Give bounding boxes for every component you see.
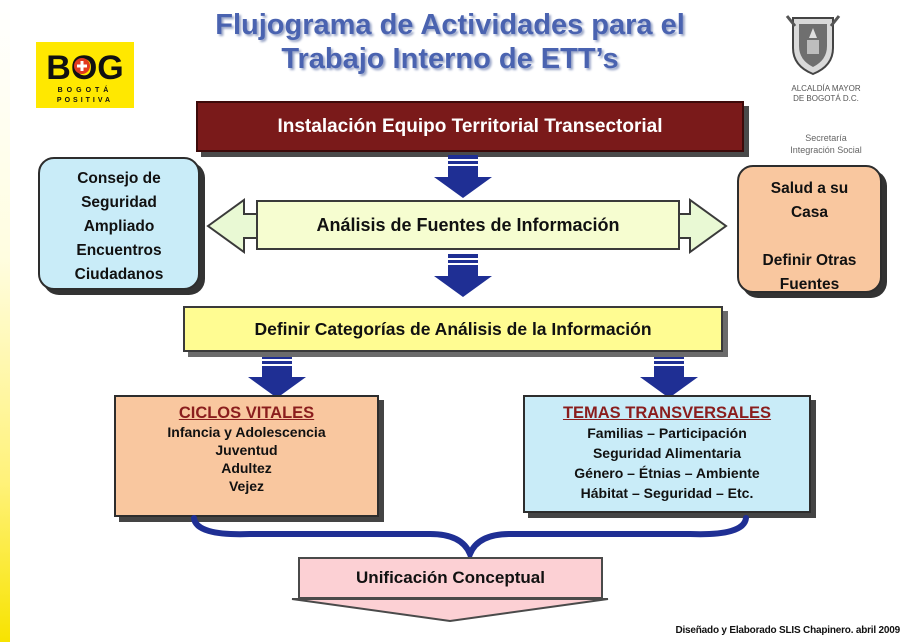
entity-line-3: Secretaría (805, 133, 847, 143)
ciclos-item-1: Infancia y Adolescencia (167, 424, 326, 440)
brace-icon (191, 515, 749, 558)
temas-item-3: Género – Étnias – Ambiente (574, 465, 760, 481)
unification-label: Unificación Conceptual (356, 568, 545, 587)
title-line-1: Flujograma de Actividades para el (215, 9, 685, 41)
installation-box: Instalación Equipo Territorial Transecto… (196, 101, 744, 152)
coat-of-arms-icon (785, 15, 841, 76)
down-arrow-icon-3 (248, 355, 306, 398)
categories-label: Definir Categorías de Análisis de la Inf… (254, 318, 652, 339)
diagram-title: Flujograma de Actividades para el Trabaj… (150, 8, 750, 76)
consejo-line-2: Seguridad (81, 194, 157, 211)
logo-line1: BOGOTÁ (58, 85, 113, 94)
title-line-2: Trabajo Interno de ETT’s (281, 43, 619, 75)
consejo-line-3: Ampliado (83, 218, 155, 235)
salud-line-1: Salud a su (770, 180, 849, 197)
analysis-label: Análisis de Fuentes de Información (316, 214, 620, 235)
temas-item-2: Seguridad Alimentaria (592, 445, 742, 461)
temas-transversales-box: TEMAS TRANSVERSALES Familias – Participa… (523, 395, 811, 513)
ciclos-vitales-box: CICLOS VITALES Infancia y Adolescencia J… (114, 395, 379, 517)
salud-box: Salud a su Casa Definir Otras Fuentes (737, 165, 882, 293)
temas-heading: TEMAS TRANSVERSALES (562, 404, 772, 422)
entity-line-4: Integración Social (790, 145, 862, 155)
ciclos-item-2: Juventud (215, 442, 278, 458)
consejo-line-1: Consejo de (77, 170, 161, 187)
installation-label: Instalación Equipo Territorial Transecto… (277, 115, 663, 137)
credit-text: Diseñado y Elaborado SLIS Chapinero. abr… (675, 625, 900, 636)
bottom-arrow-icon (291, 598, 609, 622)
temas-item-4: Hábitat – Seguridad – Etc. (580, 485, 754, 501)
salud-line-3: Definir Otras (762, 252, 857, 269)
entity-name: ALCALDÍA MAYOR DE BOGOTÁ D.C. (762, 84, 890, 104)
unification-box: Unificación Conceptual (298, 557, 603, 599)
down-arrow-icon-1 (434, 155, 492, 198)
left-accent-bar (0, 0, 10, 642)
bogota-positiva-logo: BOG BOGOTÁ POSITIVA (36, 42, 134, 108)
temas-item-1: Familias – Participación (587, 425, 747, 441)
down-arrow-icon-2 (434, 254, 492, 297)
salud-spacer (739, 225, 880, 249)
ciclos-item-3: Adultez (221, 460, 272, 476)
consejo-line-4: Encuentros (76, 242, 162, 259)
salud-line-4: Fuentes (779, 276, 840, 293)
entity-line-1: ALCALDÍA MAYOR (791, 84, 861, 93)
consejo-line-5: Ciudadanos (74, 266, 164, 283)
secretaria-name: Secretaría Integración Social (762, 132, 890, 156)
down-arrow-icon-4 (640, 355, 698, 398)
categories-box: Definir Categorías de Análisis de la Inf… (183, 306, 723, 352)
logo-line2: POSITIVA (57, 97, 113, 104)
analysis-box: Análisis de Fuentes de Información (256, 200, 680, 250)
consejo-box: Consejo de Seguridad Ampliado Encuentros… (38, 157, 200, 290)
salud-line-2: Casa (790, 204, 829, 221)
ciclos-heading: CICLOS VITALES (178, 404, 315, 422)
entity-line-2: DE BOGOTÁ D.C. (793, 94, 859, 103)
ciclos-item-4: Vejez (228, 478, 265, 494)
